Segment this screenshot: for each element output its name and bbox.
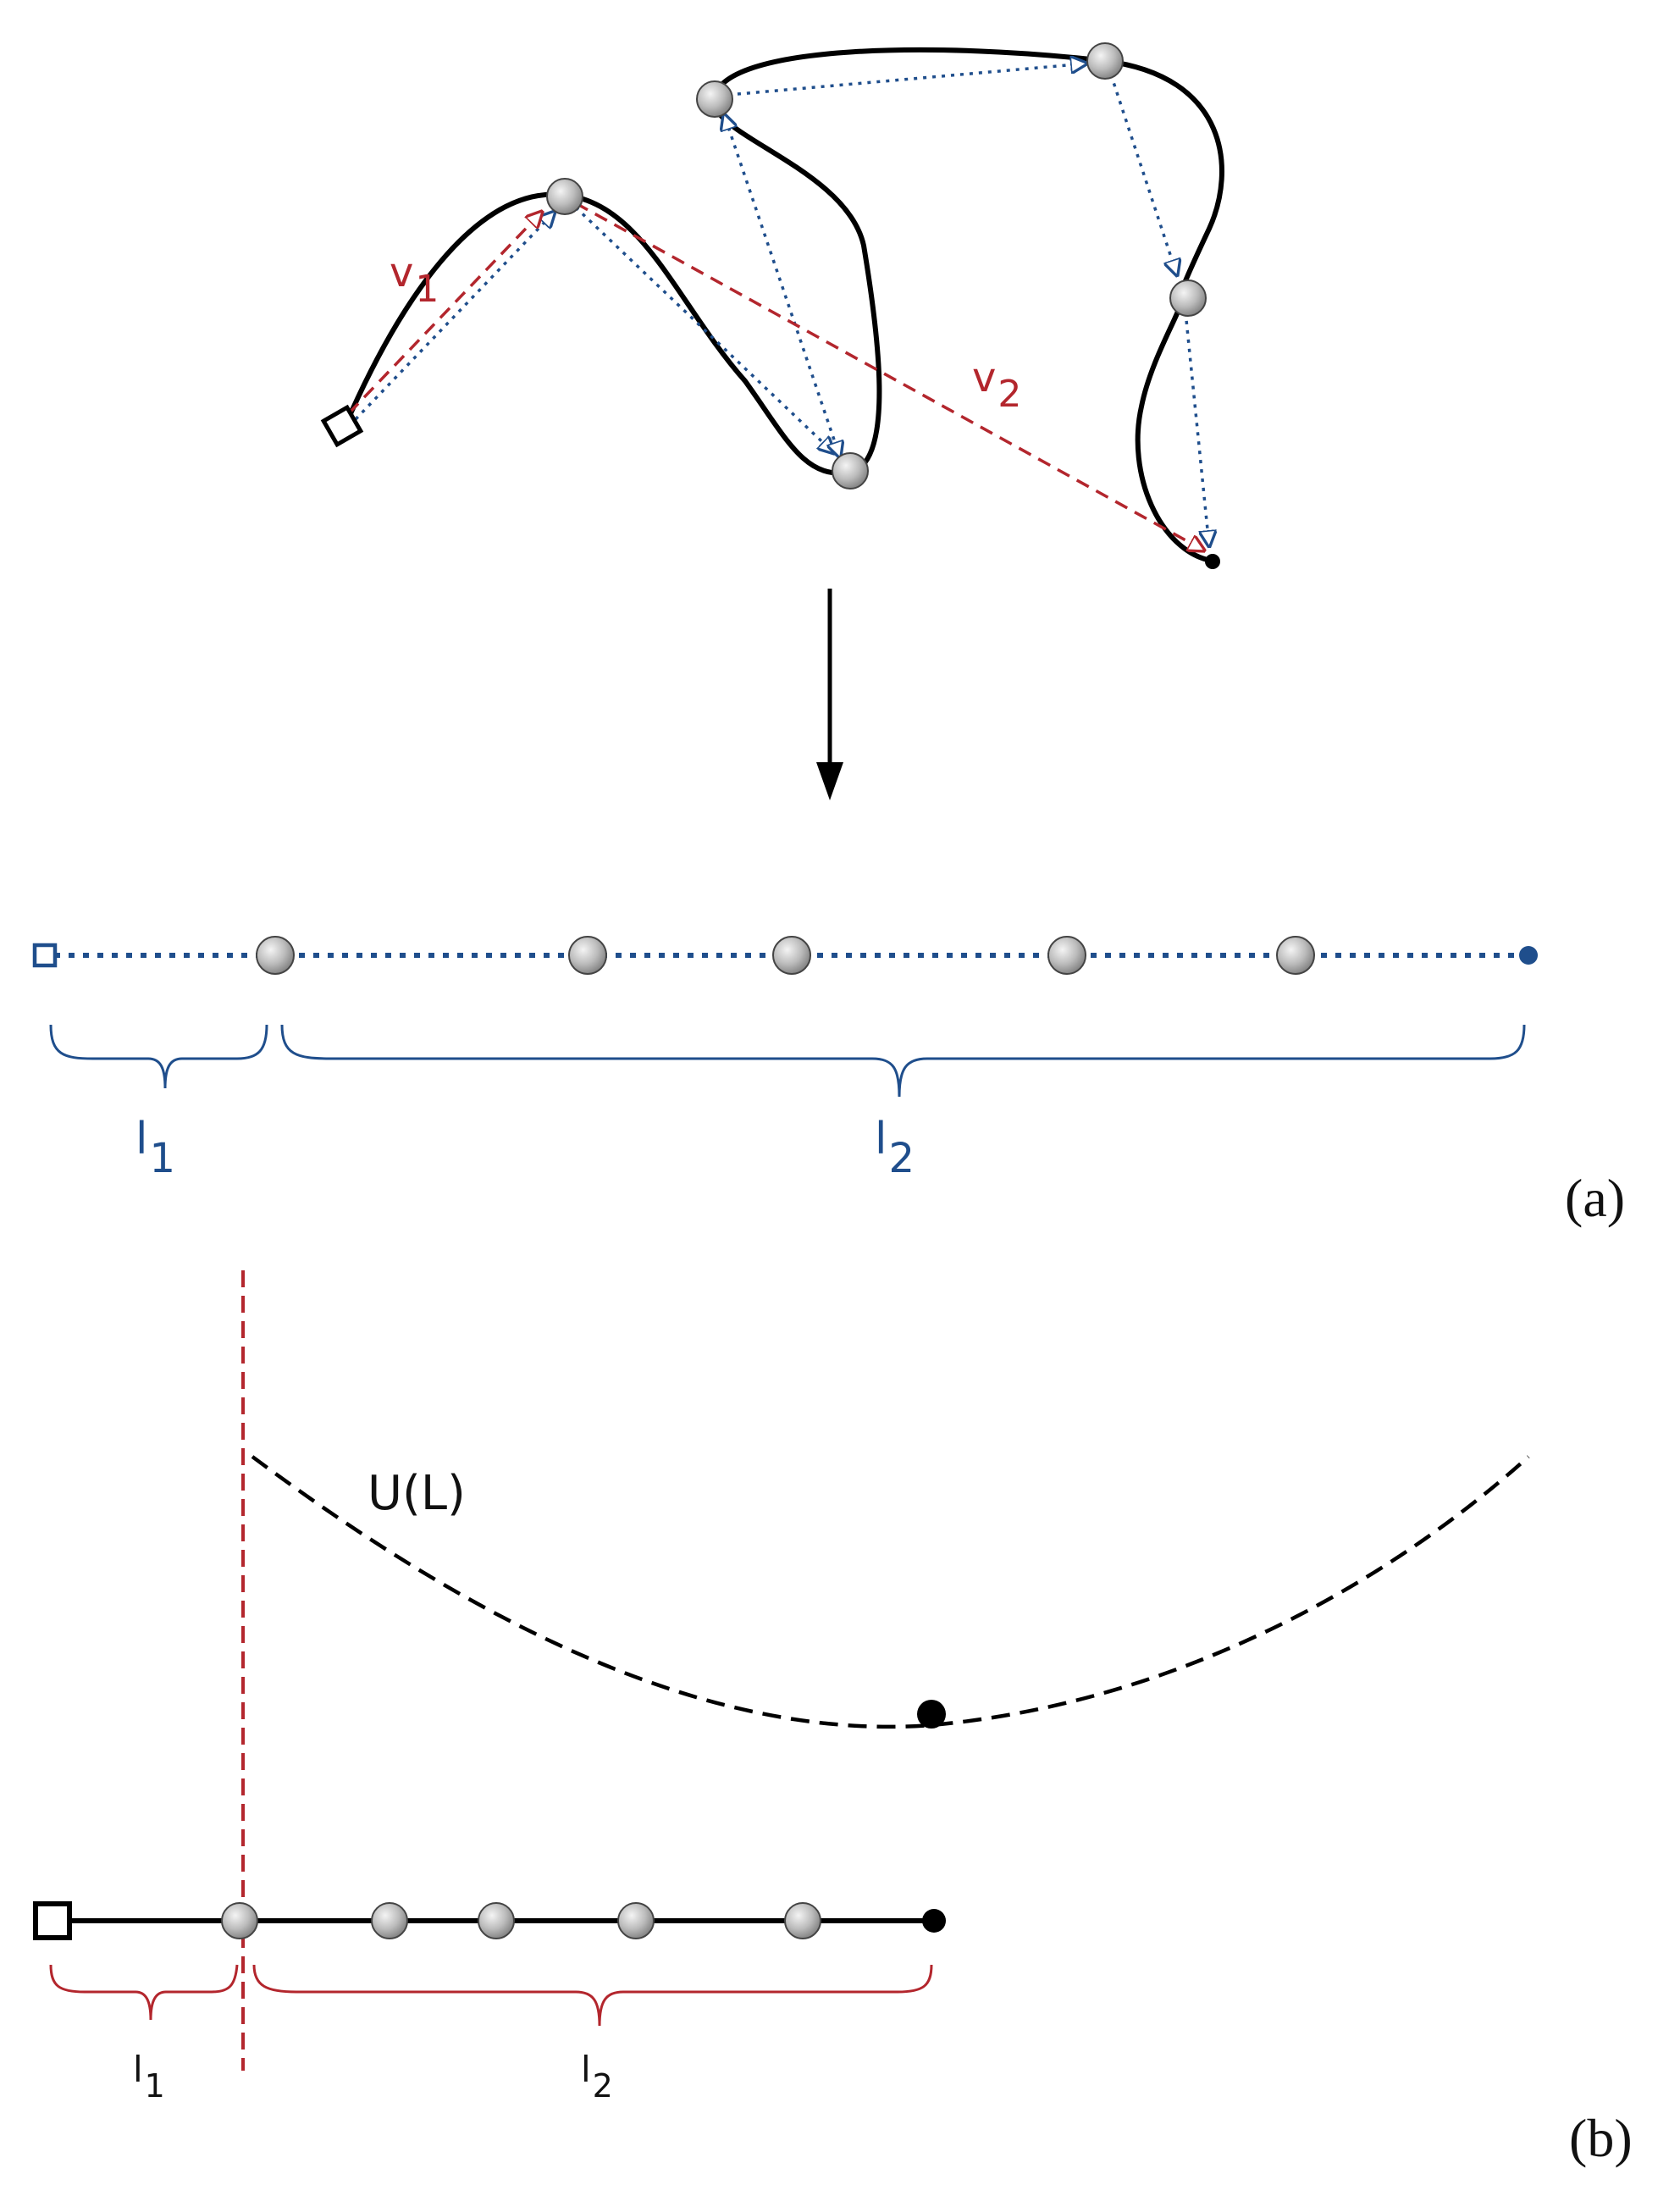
brace-l1-a	[49, 1024, 268, 1089]
bead	[1169, 279, 1207, 317]
bead	[221, 1902, 258, 1939]
bead	[371, 1902, 408, 1939]
bond-vector	[727, 64, 1086, 97]
bead	[546, 178, 583, 215]
vector-label-v1: v1	[390, 249, 439, 311]
chain-start-square	[320, 404, 364, 448]
bond-vector	[574, 206, 834, 453]
segment-label-l1-a: l1	[135, 1114, 175, 1182]
bond-vector	[1109, 74, 1177, 275]
bead	[568, 936, 607, 975]
subchain-vectors	[347, 202, 1204, 550]
brace-l2-b	[252, 1964, 933, 2027]
chain-end-dot	[1205, 554, 1220, 569]
bead	[832, 452, 869, 490]
bond-vector	[354, 212, 555, 421]
subchain-vector-v2	[575, 202, 1204, 550]
beads-b	[221, 1902, 821, 1939]
panel-a: l1 l2 (a)	[32, 936, 1625, 1228]
panel-tag-b: (b)	[1569, 2108, 1633, 2168]
chain-beads	[546, 42, 1207, 490]
potential-minimum-dot	[917, 1700, 946, 1729]
vector-label-v2: v2	[972, 354, 1021, 416]
panel-b: U(L) l1 l2 (b)	[33, 1270, 1633, 2168]
potential-curve	[251, 1455, 1530, 1729]
bead	[696, 80, 733, 118]
polymer-backbone-curve	[343, 47, 1224, 563]
brace-l2-a	[280, 1024, 1526, 1098]
potential-label: U(L)	[368, 1466, 466, 1521]
bead	[784, 1902, 821, 1939]
bead	[617, 1902, 655, 1939]
bead	[1047, 936, 1086, 975]
brace-l1-b	[49, 1964, 239, 2021]
polymer-chain-diagram: v1 v2	[320, 42, 1224, 569]
chain-end-dot-b	[922, 1909, 946, 1933]
segment-label-l1-b: l1	[133, 2049, 165, 2105]
beads-a	[256, 936, 1315, 975]
panel-tag-a: (a)	[1565, 1168, 1625, 1228]
subchain-vector-v1	[347, 212, 542, 415]
bead	[1276, 936, 1315, 975]
segment-label-l2-a: l2	[875, 1114, 915, 1182]
chain-start-square-b	[33, 1901, 72, 1940]
bead	[256, 936, 295, 975]
bead	[478, 1902, 515, 1939]
bond-vectors	[354, 64, 1209, 546]
chain-end-dot-a	[1519, 946, 1538, 965]
chain-start-square-a	[32, 943, 58, 968]
segment-label-l2-b: l2	[581, 2049, 613, 2105]
bead	[772, 936, 811, 975]
bond-vector	[724, 114, 840, 457]
bead	[1086, 42, 1124, 80]
bond-vector	[1184, 311, 1209, 546]
transform-arrowhead	[816, 762, 843, 800]
